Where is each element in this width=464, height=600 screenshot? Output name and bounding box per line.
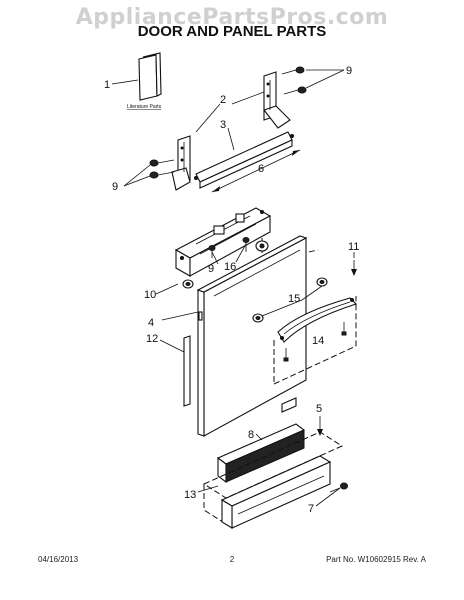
- handle-grommet-right: [316, 277, 328, 287]
- door-latch-assembly: [174, 207, 272, 277]
- handle-screw-right: [341, 322, 347, 336]
- callout-4: 4: [148, 317, 154, 329]
- part-5-arrow: [317, 416, 323, 436]
- handle-mount-screw: [351, 260, 357, 276]
- handle-group-outline: [273, 296, 357, 385]
- callout-9-left: 9: [112, 181, 118, 193]
- screw-left-1: [149, 159, 175, 167]
- callout-3: 3: [220, 119, 226, 131]
- callout-1: 1: [104, 79, 110, 91]
- callout-2: 2: [220, 94, 226, 106]
- left-hinge-bracket: [171, 135, 191, 191]
- dimension-6-arrow: [211, 149, 301, 193]
- callout-16: 16: [224, 261, 236, 273]
- footer-date: 04/16/2013: [38, 555, 79, 564]
- footer-part-number: Part No. W10602915 Rev. A: [326, 555, 427, 564]
- watermark: AppliancePartsPros.com: [76, 5, 389, 30]
- callout-8: 8: [248, 429, 254, 441]
- callout-9-latch: 9: [208, 263, 214, 275]
- callout-15: 15: [288, 293, 300, 305]
- door-handle: [277, 297, 358, 343]
- screw-upper-right-1: [281, 66, 305, 75]
- outer-door-panel: [196, 235, 308, 437]
- toe-panel-outline: [202, 431, 344, 499]
- insulation-panel: [183, 335, 191, 407]
- toe-vent-part: [216, 423, 306, 484]
- screw-latch-1: [208, 245, 216, 258]
- literature-parts-part: Literature Parts: [127, 52, 162, 110]
- callout-14: 14: [312, 335, 324, 347]
- screw-latch-2: [242, 237, 250, 252]
- callout-12: 12: [146, 333, 158, 345]
- grommet-part: [255, 240, 269, 252]
- callout-13: 13: [184, 489, 196, 501]
- screw-left-2: [149, 171, 175, 179]
- callout-10: 10: [144, 289, 156, 301]
- callout-9-upper: 9: [346, 65, 352, 77]
- handle-screw-left: [283, 348, 289, 362]
- callout-6: 6: [258, 163, 264, 175]
- footer-page-number: 2: [230, 555, 235, 564]
- right-hinge-bracket: [263, 71, 291, 129]
- hinge-bar-part: [194, 131, 294, 189]
- diagram-title: DOOR AND PANEL PARTS: [138, 23, 327, 40]
- callout-5: 5: [316, 403, 322, 415]
- literature-parts-label: Literature Parts: [127, 104, 162, 110]
- kick-panel-screw: [329, 482, 348, 493]
- screw-upper-right-2: [283, 86, 307, 95]
- callout-11: 11: [348, 241, 359, 253]
- callout-7: 7: [308, 503, 314, 515]
- kick-panel: [220, 455, 332, 529]
- left-grommet-part: [182, 279, 194, 289]
- leader-lines: [111, 69, 355, 507]
- handle-grommet-left: [252, 313, 264, 323]
